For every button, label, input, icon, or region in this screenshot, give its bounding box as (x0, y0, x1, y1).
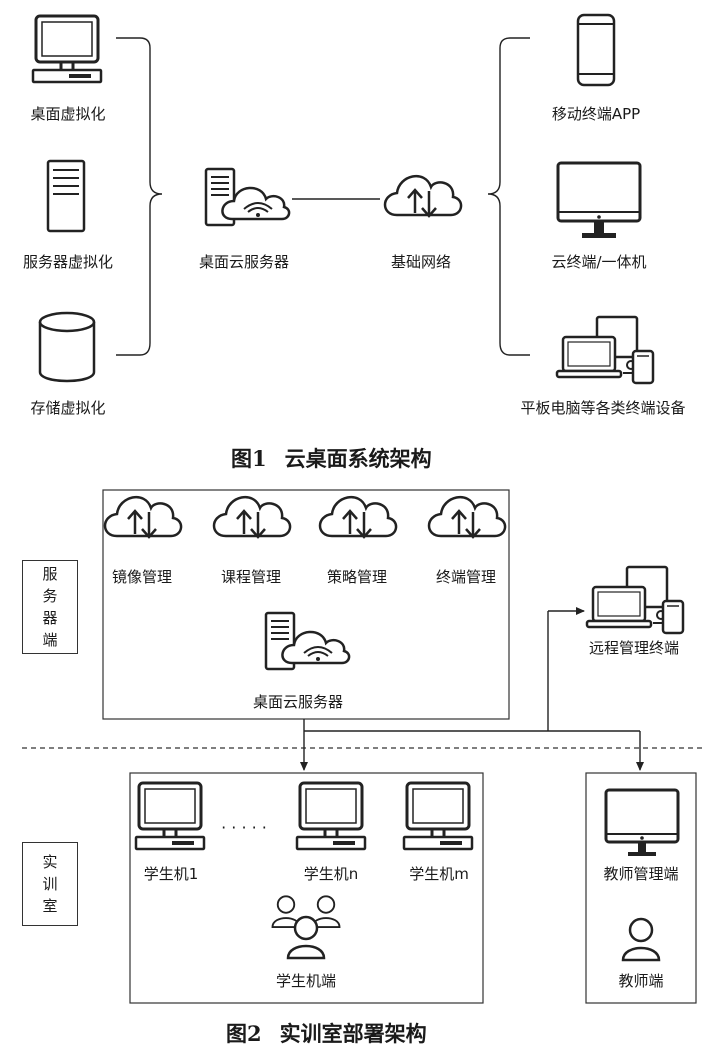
mobile-app-phone-icon (576, 13, 616, 87)
basic-network-cloud-icon (383, 174, 463, 218)
server-side-tag-char: 服 (42, 565, 58, 583)
student-machine-n-label: 学生机n (303, 865, 359, 883)
teacher-end-label: 教师端 (618, 972, 664, 990)
figure1-caption-number: 图1 (231, 446, 267, 471)
figure2-caption-text: 实训室部署架构 (279, 1021, 427, 1046)
desktop-virtualization-label: 桌面虚拟化 (30, 105, 106, 123)
terminal-management-cloud-icon (427, 495, 507, 539)
figure1-caption: 图1 云桌面系统架构 (231, 443, 432, 473)
teacher-monitor-icon (604, 788, 680, 856)
students-group-icon (271, 895, 341, 960)
course-management-label: 课程管理 (220, 568, 282, 586)
student-machine-n-icon (295, 781, 367, 851)
terminal-management-label: 终端管理 (435, 568, 497, 586)
server-side-tag-char: 器 (42, 609, 58, 627)
desktop-cloud-server-label: 桌面云服务器 (198, 253, 290, 271)
policy-management-label: 策略管理 (326, 568, 388, 586)
image-management-cloud-icon (103, 495, 183, 539)
server-connection-lines (300, 607, 644, 771)
figure1-caption-text: 云桌面系统架构 (284, 446, 432, 471)
teacher-management-label: 教师管理端 (603, 865, 679, 883)
student-machines-ellipsis: · · · · · (221, 818, 267, 837)
policy-management-cloud-icon (318, 495, 398, 539)
lab-tag-char: 实 (42, 853, 58, 871)
storage-virtualization-label: 存储虚拟化 (30, 399, 106, 417)
figure2-caption-number: 图2 (226, 1021, 262, 1046)
server-virtualization-icon (46, 159, 86, 233)
student-machine-m-label: 学生机m (409, 865, 469, 883)
desktop-cloud-server-icon (204, 167, 291, 227)
remote-management-terminal-icon (585, 565, 685, 635)
fig1-left-brace (116, 37, 163, 356)
lab-tag-char: 室 (42, 897, 58, 915)
server-side-tag-char: 务 (42, 587, 58, 605)
tablet-and-devices-icon (555, 315, 655, 385)
mobile-app-label: 移动终端APP (551, 105, 641, 123)
desktop-virtualization-icon (31, 14, 103, 84)
remote-management-terminal-label: 远程管理终端 (588, 639, 680, 657)
basic-network-label: 基础网络 (390, 253, 452, 271)
lab-tag-char: 训 (42, 875, 58, 893)
lab-tag: 实 训 室 (22, 842, 78, 926)
cloud-terminal-label: 云终端/一体机 (551, 253, 647, 271)
server-side-box (102, 489, 510, 720)
student-end-label: 学生机端 (275, 972, 337, 990)
student-machine-1-icon (134, 781, 206, 851)
course-management-cloud-icon (212, 495, 292, 539)
student-machine-1-label: 学生机1 (143, 865, 199, 883)
cloud-terminal-allinone-icon (556, 161, 642, 238)
server-side-tag-char: 端 (42, 631, 58, 649)
student-machine-m-icon (402, 781, 474, 851)
storage-virtualization-icon (38, 311, 96, 383)
fig2-server-icon (264, 611, 351, 671)
server-side-tag: 服 务 器 端 (22, 560, 78, 654)
lab-student-box (129, 772, 484, 1004)
lab-teacher-box (585, 772, 697, 1004)
fig2-server-label: 桌面云服务器 (252, 693, 344, 711)
figure2-caption: 图2 实训室部署架构 (226, 1018, 427, 1048)
server-virtualization-label: 服务器虚拟化 (22, 253, 114, 271)
tablet-devices-label: 平板电脑等各类终端设备 (520, 399, 686, 417)
image-management-label: 镜像管理 (111, 568, 173, 586)
fig1-right-brace (487, 37, 530, 356)
teacher-person-icon (621, 917, 661, 962)
